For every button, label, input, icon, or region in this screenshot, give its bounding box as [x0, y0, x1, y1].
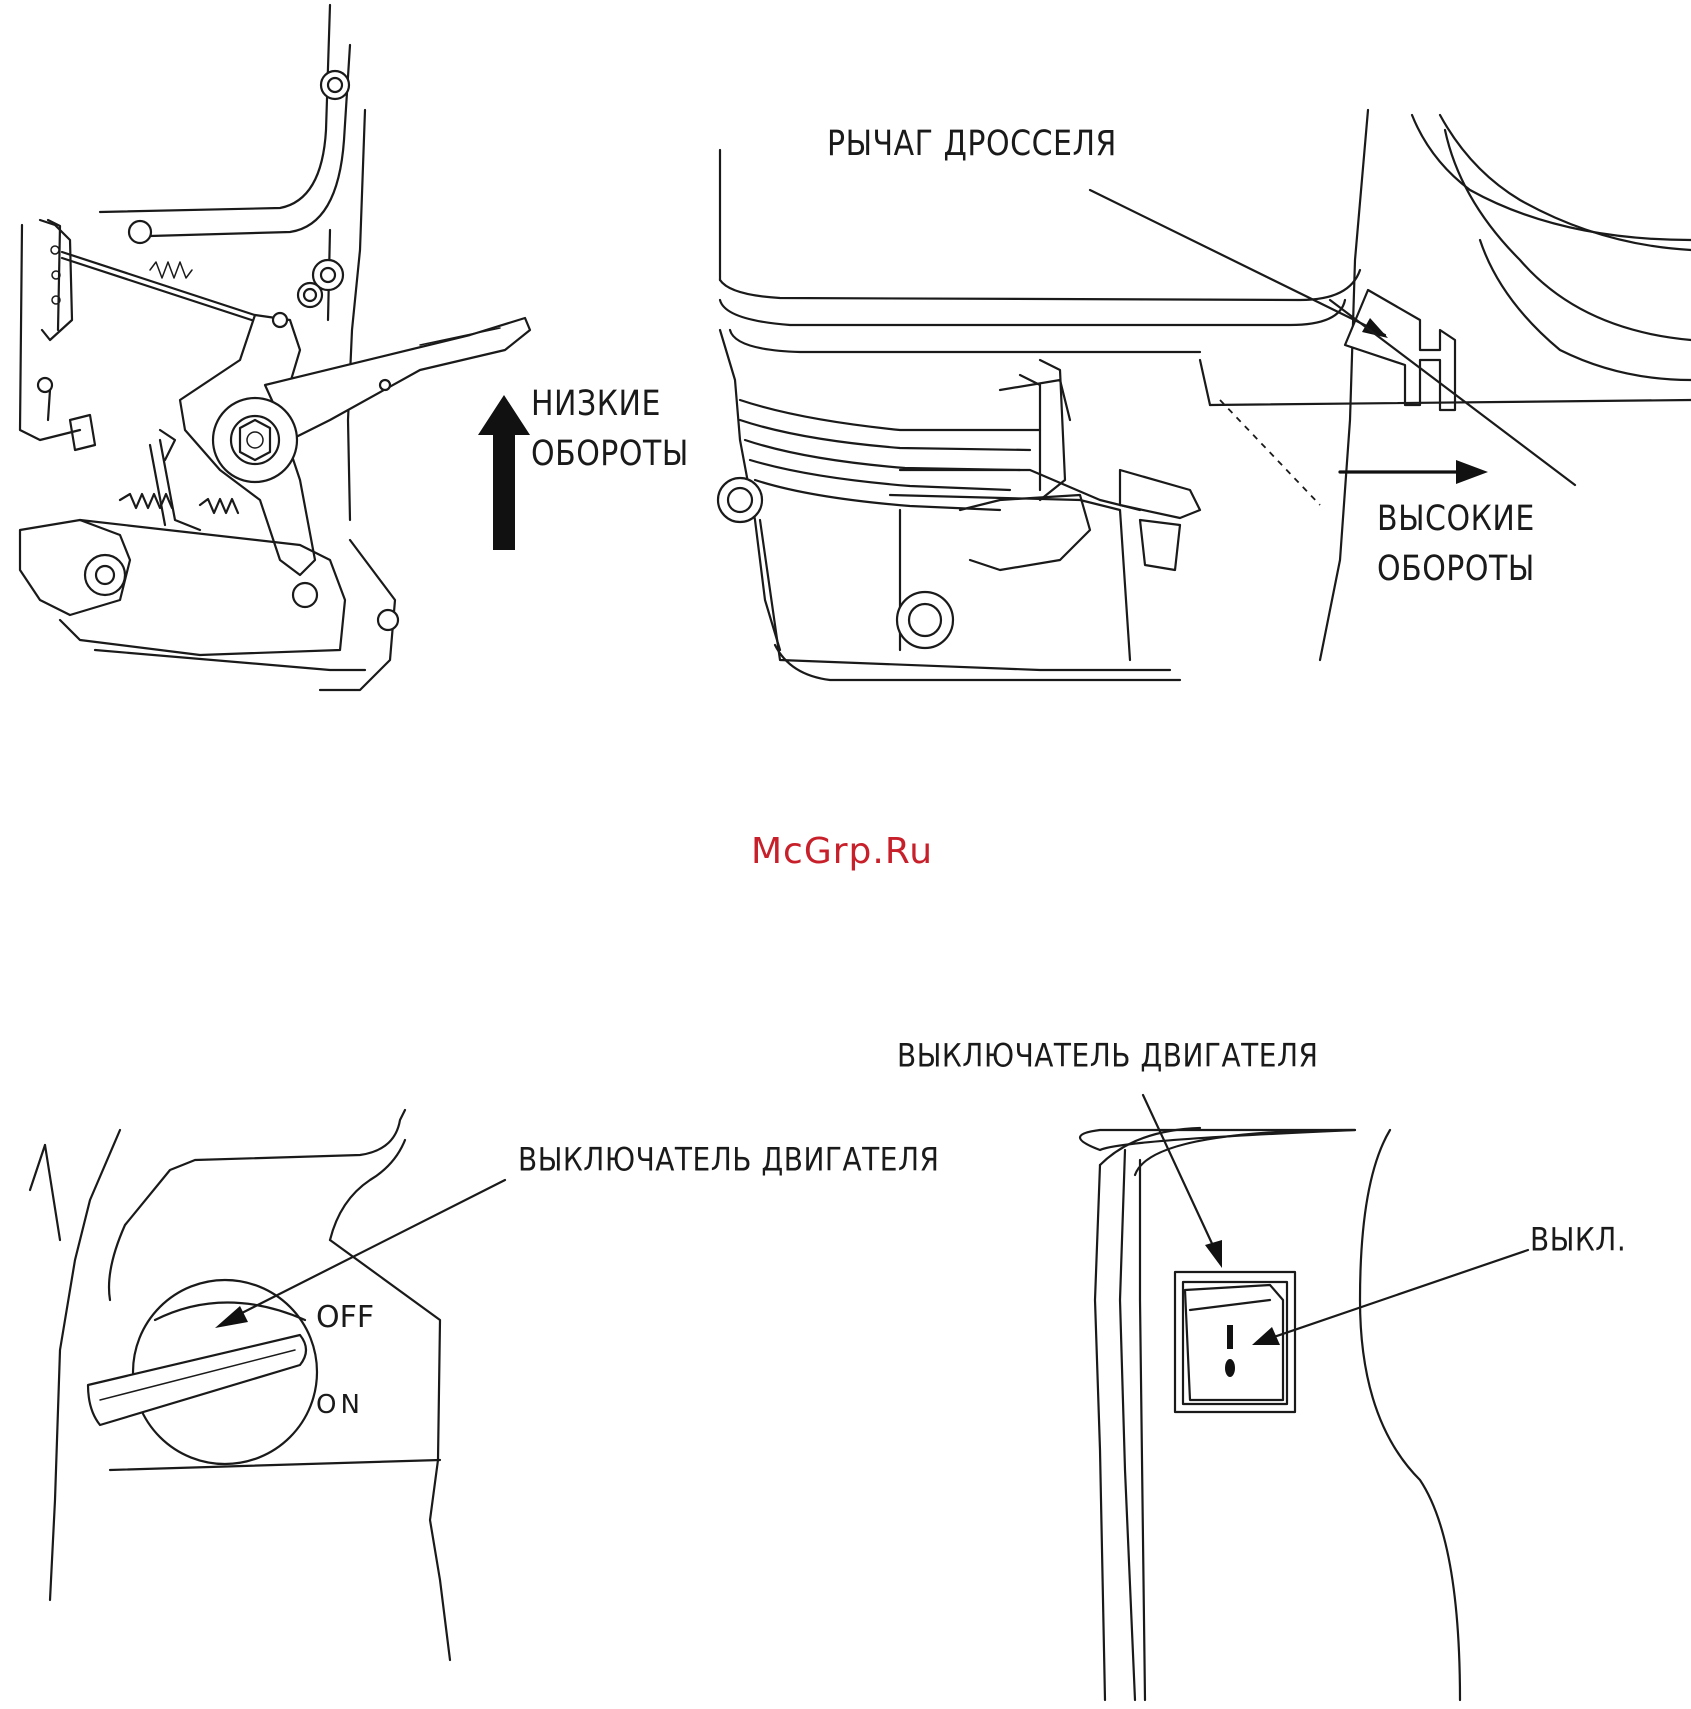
low-speed-label-line2: ОБОРОТЫ [531, 428, 689, 480]
governor-linkage-drawing [20, 5, 530, 690]
throttle-lever-drawing [718, 110, 1691, 680]
watermark-text: McGrp.Ru [751, 831, 933, 872]
rocker-engine-switch-label: ВЫКЛЮЧАТЕЛЬ ДВИГАТЕЛЯ [897, 1032, 1318, 1080]
rocker-switch-off-label: ВЫКЛ. [1530, 1216, 1626, 1264]
throttle-lever-label: РЫЧАГ ДРОССЕЛЯ [827, 118, 1117, 170]
low-speed-arrow-icon [478, 395, 530, 550]
high-speed-label-line2: ОБОРОТЫ [1377, 543, 1535, 595]
rotary-switch-on-label: ON [316, 1390, 364, 1420]
high-speed-label-line1: ВЫСОКИЕ [1377, 493, 1535, 545]
rotary-switch-off-label: OFF [316, 1300, 374, 1335]
low-speed-label-line1: НИЗКИЕ [531, 378, 661, 430]
rocker-switch-drawing [1080, 1095, 1528, 1700]
rotary-engine-switch-label: ВЫКЛЮЧАТЕЛЬ ДВИГАТЕЛЯ [518, 1136, 939, 1184]
rotary-switch-drawing [30, 1110, 505, 1660]
